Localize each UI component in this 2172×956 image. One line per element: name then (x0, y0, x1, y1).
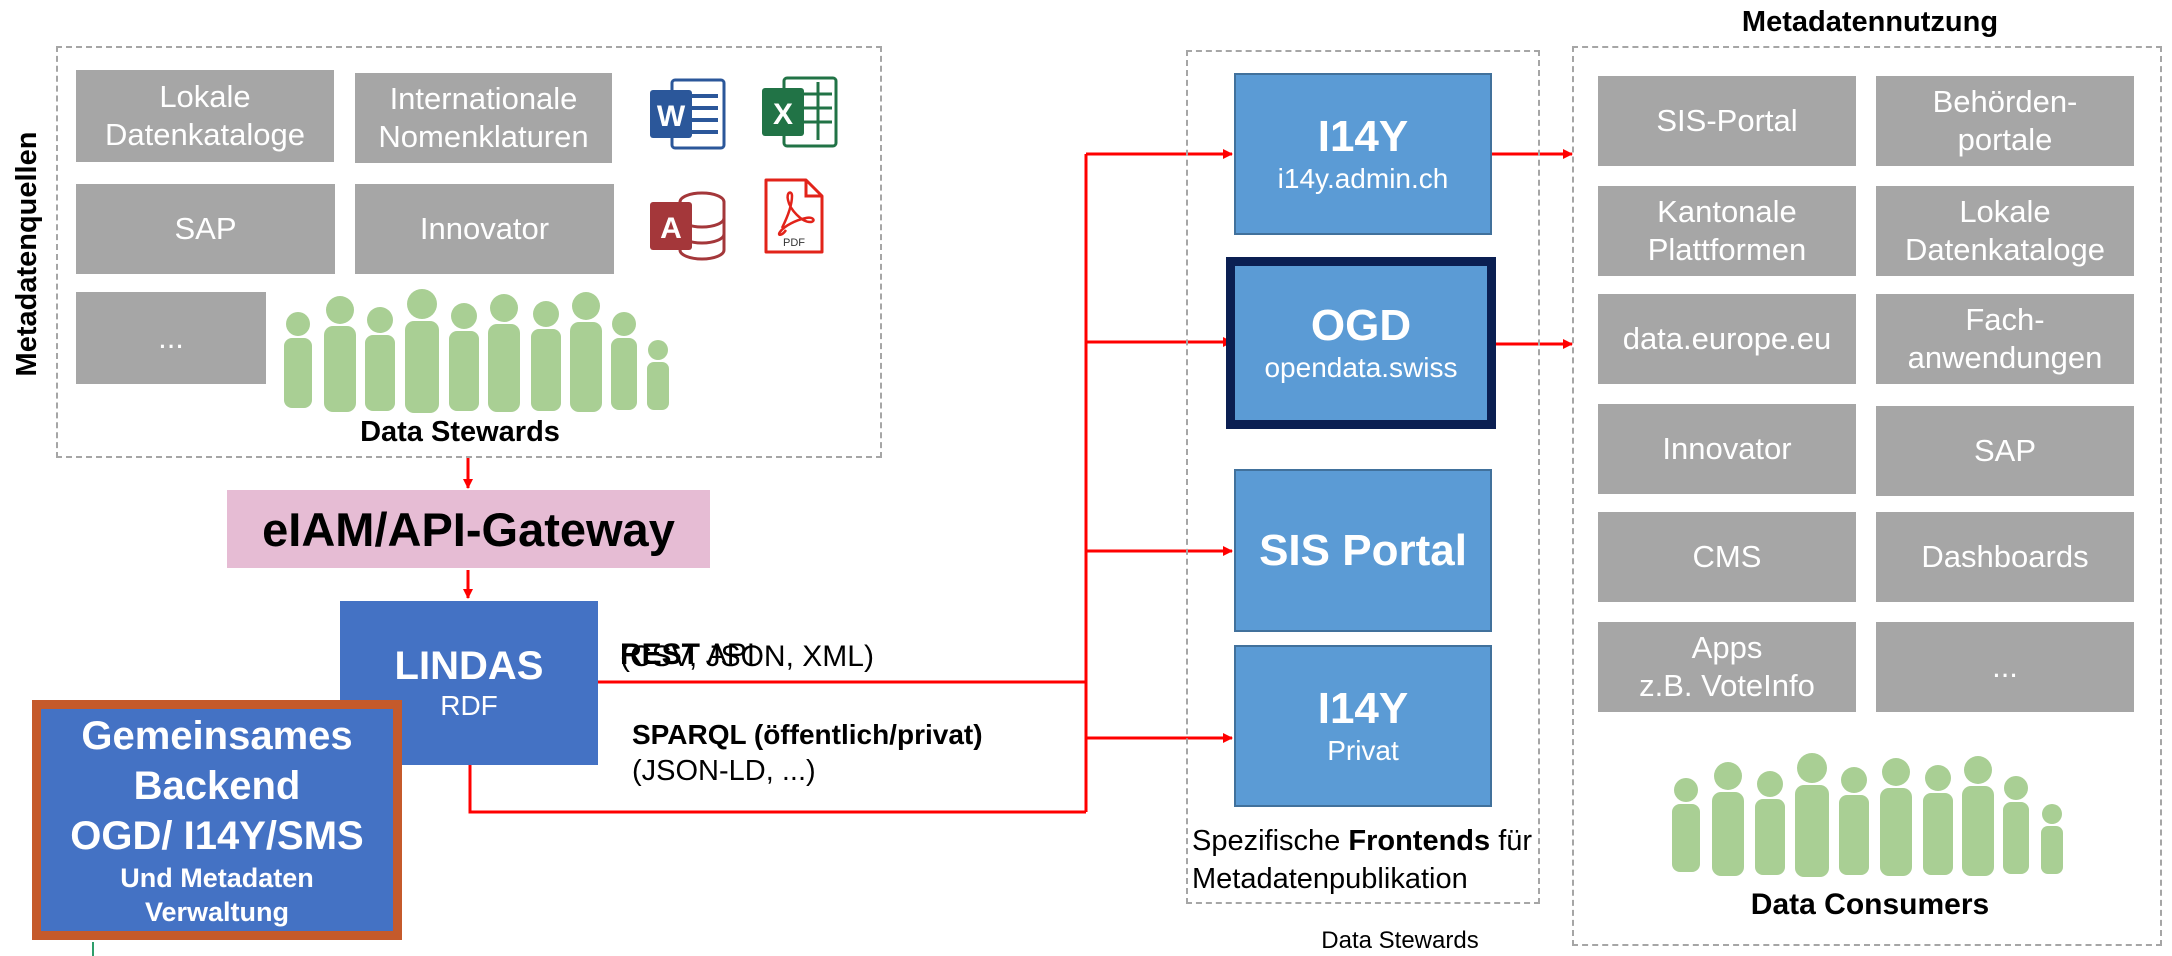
source-internationale-nomenklaturen: Internationale Nomenklaturen (355, 73, 612, 163)
backend-sub-1: Und Metadaten (120, 863, 314, 893)
frontend-i14y-private: I14Y Privat (1234, 645, 1492, 807)
frontends-panel (1186, 50, 1540, 904)
svg-text:X: X (773, 98, 793, 131)
consumers-panel (1572, 46, 2162, 946)
rest-api-label: REST API (620, 598, 1020, 671)
consumer-lokale-datenkataloge: Lokale Datenkataloge (1876, 186, 2134, 276)
pdf-icon: PDF (764, 178, 824, 254)
excel-icon: X (762, 76, 838, 148)
consumer-dashboards: Dashboards (1876, 512, 2134, 602)
consumer-innovator: Innovator (1598, 404, 1856, 494)
frontend-i14y-private-title: I14Y (1317, 684, 1409, 733)
people-group-icon (268, 284, 684, 416)
source-innovator: Innovator (355, 184, 614, 274)
lindas-subtitle: RDF (440, 690, 498, 721)
sources-side-label: Metadatenquellen (11, 131, 43, 377)
frontend-ogd: OGD opendata.swiss (1226, 257, 1496, 429)
lindas-title: LINDAS (394, 644, 544, 688)
frontend-i14y-private-sub: Privat (1327, 735, 1399, 766)
source-more: ... (76, 292, 266, 384)
frontend-i14y-url: i14y.admin.ch (1277, 163, 1449, 194)
backend-line-3: OGD/ I14Y/SMS (70, 814, 364, 858)
consumer-fachanwendungen: Fach- anwendungen (1876, 294, 2134, 384)
rest-api-formats: (CSV, JSON, XML) (620, 640, 874, 673)
frontends-caption-c: für (1490, 825, 1533, 857)
frontends-caption: Spezifische Frontends für (1192, 822, 1552, 860)
gateway-label: eIAM/API-Gateway (262, 502, 675, 556)
svg-text:W: W (657, 100, 686, 133)
consumer-sis-portal: SIS-Portal (1598, 76, 1856, 166)
sparql-label: SPARQL (öffentlich/privat) (632, 719, 983, 750)
consumer-behoerdenportale: Behörden- portale (1876, 76, 2134, 166)
frontends-caption-a: Spezifische (1192, 825, 1349, 857)
line-sparql-bus (468, 765, 1086, 814)
access-icon: A (650, 191, 726, 261)
consumers-title: Metadatennutzung (1741, 6, 1999, 38)
consumers-footer: Data Consumers (1750, 888, 1990, 921)
backend-line-2: Backend (133, 764, 301, 808)
consumer-kantonale-plattformen: Kantonale Plattformen (1598, 186, 1856, 276)
consumer-data-europe: data.europe.eu (1598, 294, 1856, 384)
svg-text:PDF: PDF (783, 237, 805, 249)
word-icon: W (650, 78, 726, 150)
sources-data-stewards: Data Stewards (360, 416, 560, 448)
eiam-api-gateway: eIAM/API-Gateway (227, 490, 710, 568)
frontend-sis-title: SIS Portal (1259, 525, 1467, 575)
backend-sub-2: Verwaltung (144, 897, 290, 927)
sources-panel (56, 46, 882, 458)
frontend-ogd-title: OGD (1310, 301, 1412, 350)
frontends-caption-line2: Metadatenpublikation (1192, 863, 1468, 895)
backend-line-1: Gemeinsames (81, 714, 353, 758)
common-backend-box: Gemeinsames Backend OGD/ I14Y/SMS Und Me… (32, 700, 402, 940)
rest-api-bold: REST (620, 638, 701, 671)
consumer-apps-voteinfo: Apps z.B. VoteInfo (1598, 622, 1856, 712)
source-sap: SAP (76, 184, 335, 274)
sparql-formats: (JSON-LD, ...) (632, 755, 816, 787)
frontends-caption-b: Frontends (1348, 825, 1491, 857)
frontend-ogd-url: opendata.swiss (1264, 352, 1458, 383)
frontends-data-stewards: Data Stewards (1321, 927, 1479, 954)
source-lokale-datenkataloge: Lokale Datenkataloge (76, 70, 334, 162)
people-group-icon (1652, 748, 2082, 880)
frontend-sis-portal: SIS Portal (1234, 469, 1492, 632)
frontend-i14y: I14Y i14y.admin.ch (1234, 73, 1492, 235)
frontend-i14y-title: I14Y (1317, 112, 1409, 161)
consumer-cms: CMS (1598, 512, 1856, 602)
rest-api-text: API (700, 638, 756, 671)
consumer-more: ... (1876, 622, 2134, 712)
svg-text:A: A (660, 212, 682, 245)
consumer-sap: SAP (1876, 406, 2134, 496)
